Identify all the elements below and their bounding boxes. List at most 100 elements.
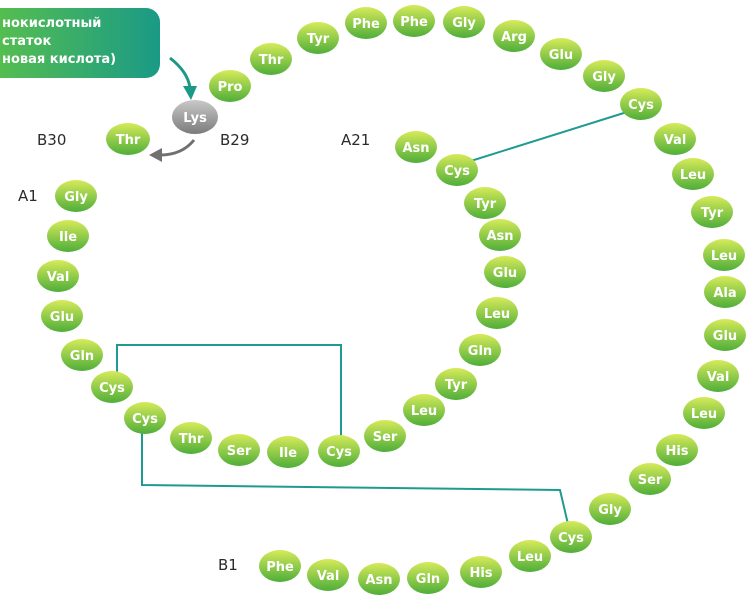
svg-text:Glu: Glu	[549, 48, 573, 63]
residue-b26: Tyr	[297, 22, 339, 54]
residue-a4: Glu	[41, 300, 83, 332]
svg-text:Cys: Cys	[628, 98, 654, 113]
label-a1: A1	[18, 187, 38, 205]
residue-a20: Cys	[436, 154, 478, 186]
residue-a15: Gln	[459, 334, 501, 366]
chain-b: Phe Val Asn Gln His Leu Cys Gly Ser His …	[106, 5, 746, 595]
svg-text:Gln: Gln	[70, 349, 94, 364]
svg-text:Tyr: Tyr	[701, 206, 724, 221]
svg-text:Phe: Phe	[266, 560, 294, 575]
svg-text:Val: Val	[664, 133, 687, 148]
svg-text:Ser: Ser	[227, 444, 252, 459]
residue-a9: Ser	[218, 434, 260, 466]
residue-b24: Phe	[393, 5, 435, 37]
residue-a5: Gln	[61, 339, 103, 371]
cleavage-arrow	[159, 139, 196, 157]
svg-text:Gln: Gln	[416, 572, 440, 587]
residue-a2: Ile	[47, 220, 89, 252]
residue-a19: Tyr	[464, 187, 506, 219]
residue-a14: Tyr	[435, 368, 477, 400]
label-b30: B30	[37, 131, 66, 149]
residue-a18: Asn	[479, 219, 521, 251]
residue-a11: Cys	[318, 435, 360, 467]
residue-b15: Leu	[703, 239, 745, 271]
residue-b17: Leu	[672, 158, 714, 190]
svg-text:Phe: Phe	[352, 17, 380, 32]
residue-b12: Val	[697, 360, 739, 392]
residue-b18: Val	[654, 123, 696, 155]
residue-b3: Asn	[358, 563, 400, 595]
residue-b1: Phe	[259, 550, 301, 582]
svg-text:Thr: Thr	[179, 432, 204, 447]
svg-text:Phe: Phe	[400, 15, 428, 30]
residue-b10: His	[656, 434, 698, 466]
svg-text:Tyr: Tyr	[474, 197, 497, 212]
svg-text:Thr: Thr	[259, 53, 284, 68]
residue-b7: Cys	[550, 521, 592, 553]
residue-a16: Leu	[476, 297, 518, 329]
svg-text:Glu: Glu	[713, 329, 737, 344]
residue-b9: Ser	[629, 463, 671, 495]
callout-arrow	[169, 56, 192, 89]
residue-b5: His	[460, 556, 502, 588]
svg-text:Lys: Lys	[183, 111, 207, 126]
svg-text:Leu: Leu	[517, 550, 543, 565]
callout-line-1: нокислотный	[2, 16, 101, 31]
svg-text:Tyr: Tyr	[445, 378, 468, 393]
callout-line-3: новая кислота)	[2, 52, 116, 67]
residue-b22: Arg	[493, 20, 535, 52]
svg-text:Pro: Pro	[218, 80, 243, 95]
cleavage-arrow-head	[149, 148, 162, 162]
residue-b16: Tyr	[691, 196, 733, 228]
residue-b2: Val	[307, 559, 349, 591]
svg-text:Ile: Ile	[279, 446, 297, 461]
svg-text:Asn: Asn	[365, 573, 392, 588]
svg-text:His: His	[469, 566, 492, 581]
residue-b8: Gly	[589, 493, 631, 525]
svg-text:Val: Val	[707, 370, 730, 385]
callout-arrow-head	[183, 86, 197, 100]
label-b29: B29	[220, 131, 249, 149]
residue-b6: Leu	[509, 540, 551, 572]
svg-text:Ser: Ser	[373, 430, 398, 445]
svg-text:Cys: Cys	[132, 412, 158, 427]
chain-a: Gly Ile Val Glu Gln Cys Cys Thr Ser Ile …	[37, 131, 526, 468]
callout-background	[0, 8, 160, 78]
svg-text:Gly: Gly	[592, 70, 616, 85]
residue-b14: Ala	[704, 276, 746, 308]
svg-text:Cys: Cys	[444, 164, 470, 179]
disulfide-bond-a20-b19	[457, 111, 628, 166]
residue-a7: Cys	[124, 402, 166, 434]
svg-text:Cys: Cys	[558, 531, 584, 546]
residue-b4: Gln	[407, 562, 449, 594]
svg-text:Gly: Gly	[452, 16, 476, 31]
svg-text:Glu: Glu	[50, 310, 74, 325]
svg-text:Leu: Leu	[484, 307, 510, 322]
svg-text:Leu: Leu	[411, 404, 437, 419]
label-a21: A21	[341, 131, 370, 149]
svg-text:Tyr: Tyr	[307, 32, 330, 47]
svg-text:Leu: Leu	[691, 407, 717, 422]
svg-text:Cys: Cys	[99, 381, 125, 396]
residue-a13: Leu	[403, 394, 445, 426]
svg-text:Ala: Ala	[713, 286, 736, 301]
residue-b28: Pro	[209, 70, 251, 102]
svg-text:Gly: Gly	[598, 503, 622, 518]
residue-a10: Ile	[267, 436, 309, 468]
svg-text:Thr: Thr	[116, 133, 141, 148]
residue-b23: Gly	[443, 6, 485, 38]
svg-text:Val: Val	[47, 270, 70, 285]
residue-a12: Ser	[364, 420, 406, 452]
residue-a17: Glu	[484, 256, 526, 288]
svg-text:Cys: Cys	[326, 445, 352, 460]
residue-a8: Thr	[170, 422, 212, 454]
svg-text:His: His	[665, 444, 688, 459]
residue-a21: Asn	[395, 131, 437, 163]
position-labels: B30 B29 A21 A1 B1	[18, 131, 370, 574]
label-b1: B1	[218, 556, 238, 574]
residue-b30: Thr	[106, 123, 150, 155]
disulfide-bond-a6-a11	[116, 344, 342, 448]
svg-text:Arg: Arg	[501, 30, 527, 45]
residue-a6: Cys	[91, 371, 133, 403]
